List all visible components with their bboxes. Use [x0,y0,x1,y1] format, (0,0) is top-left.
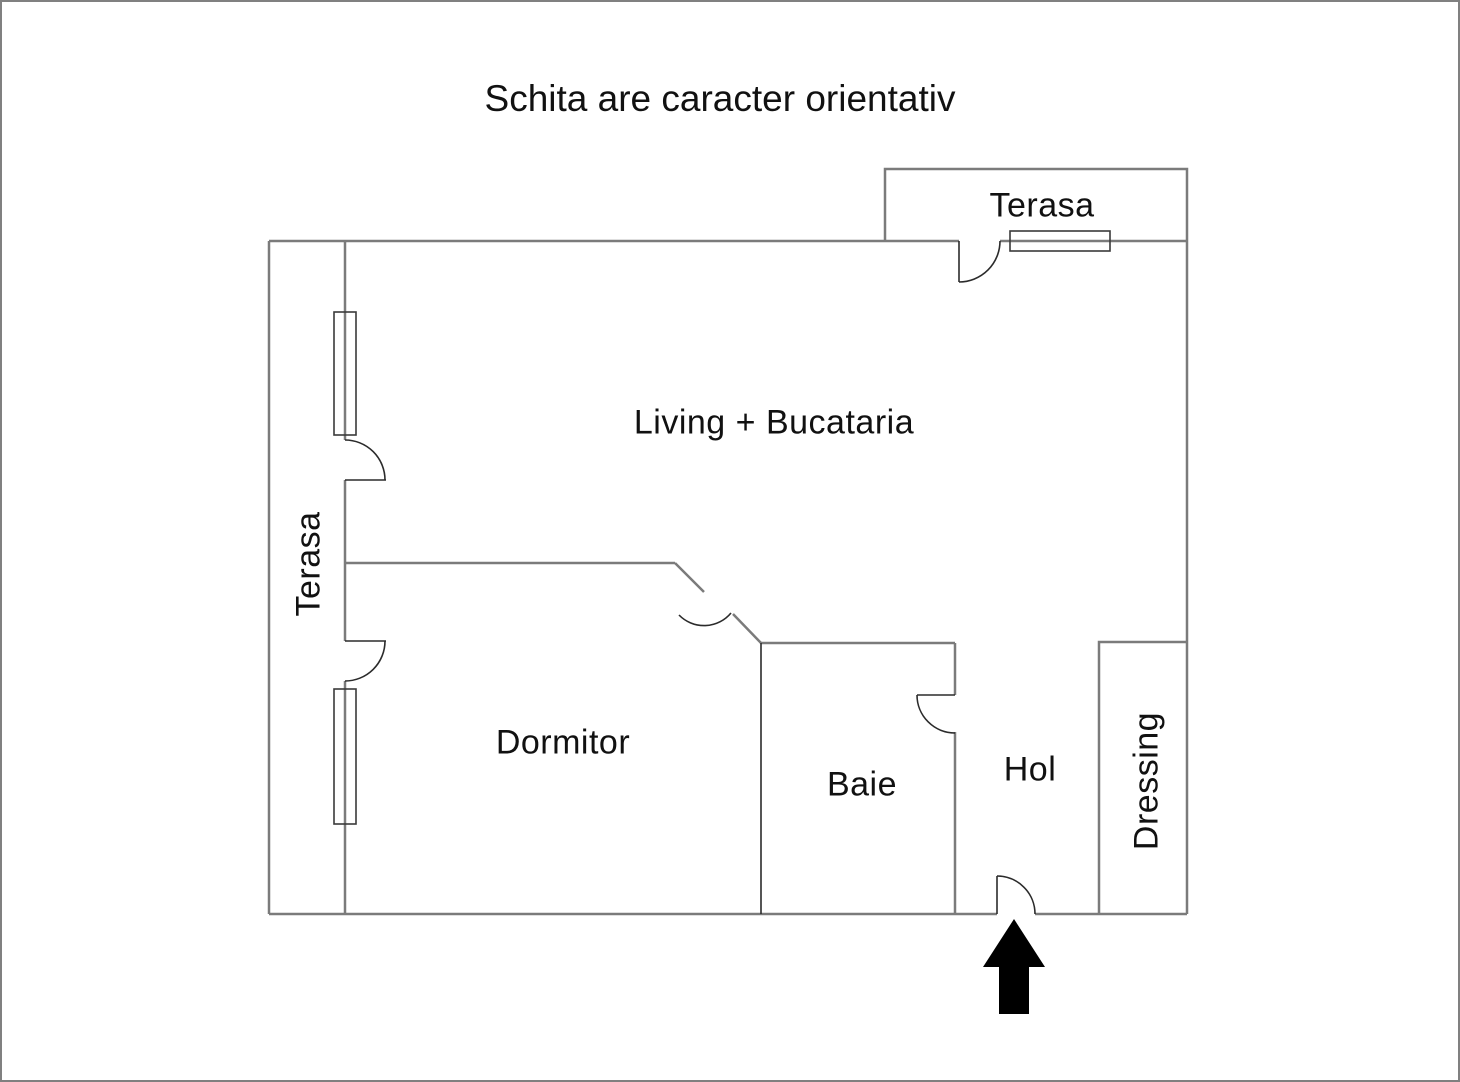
wall-terasa-top-outline [883,167,1189,241]
window-terasa-top [1009,230,1111,252]
room-label-dressing: Dressing [1127,711,1166,851]
room-label-baie: Baie [826,765,898,804]
door-entrance-arc [996,875,1036,915]
room-label-dormitor: Dormitor [495,723,631,762]
entrance-arrow-up-icon [983,919,1045,1014]
room-label-living: Living + Bucataria [633,403,915,442]
door-left-lower-arc [344,640,386,682]
doors-and-dividers [344,240,1036,915]
window-left-lower [333,688,357,825]
room-label-terasa-top: Terasa [989,186,1095,225]
room-label-hol: Hol [1003,750,1057,789]
wall-dressing [1097,640,1187,914]
door-left-upper-arc [344,439,386,481]
page-title: Schita are caracter orientativ [484,78,956,119]
door-terasa-arc [958,240,1001,283]
door-dormitor-arc [678,612,732,627]
wall-diagonal [674,562,762,644]
windows [333,230,1111,825]
window-left-upper [333,311,357,436]
room-label-terasa-left: Terasa [289,511,328,617]
door-baie-arc [916,694,956,734]
walls [267,167,1189,916]
